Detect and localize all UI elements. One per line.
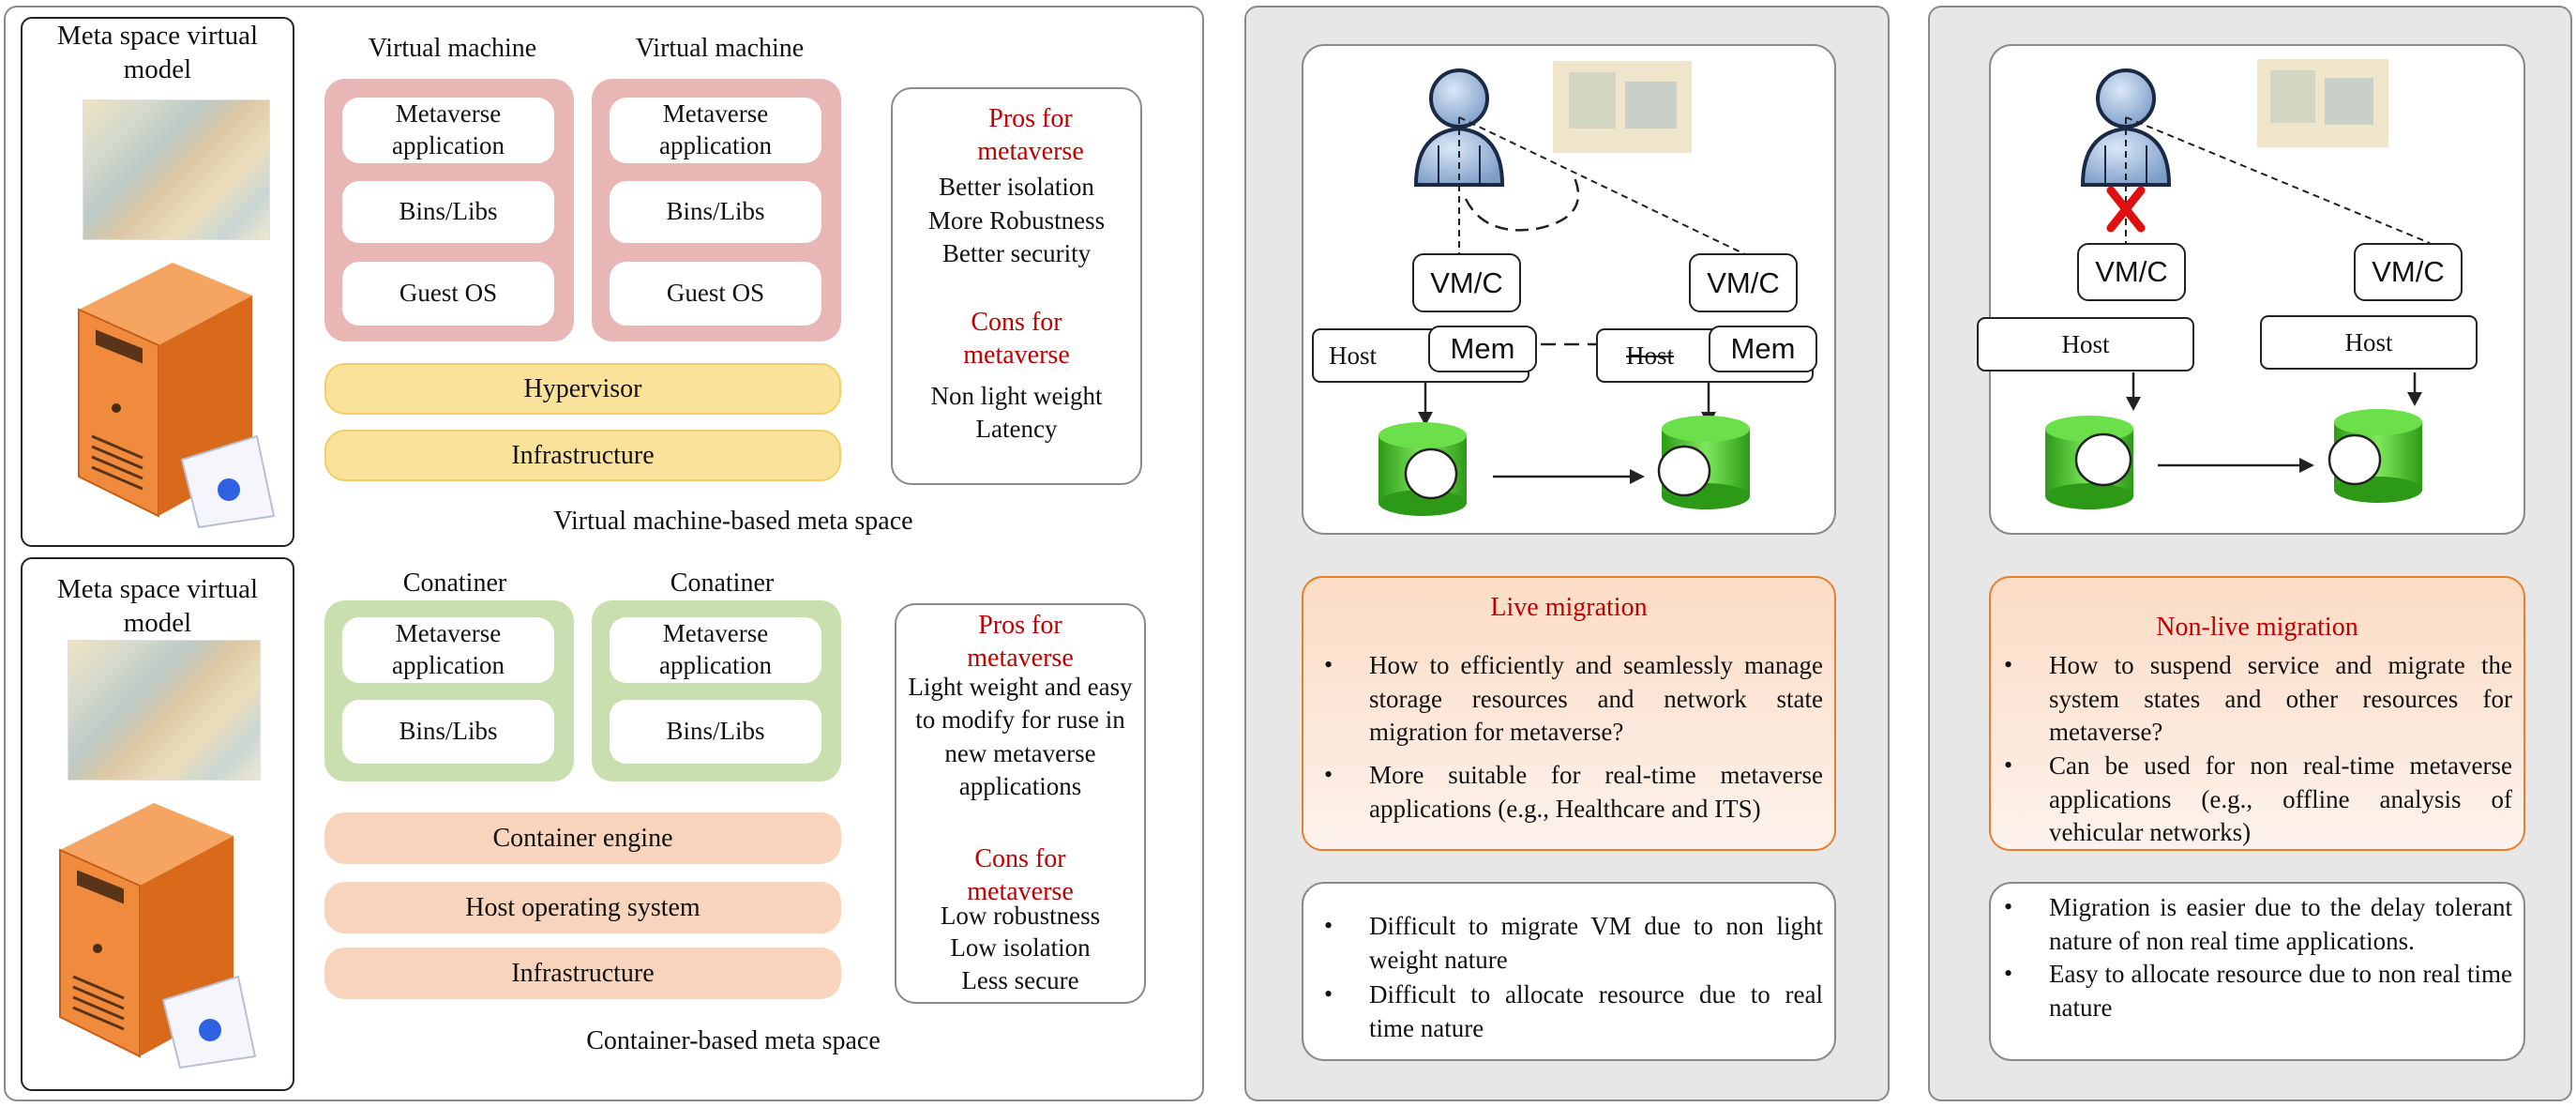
live-vmc-left: VM/C <box>1412 253 1521 312</box>
vm-column-header-1: Virtual machine <box>368 34 537 63</box>
vm1-bins-layer: Bins/Libs <box>342 181 554 243</box>
nonlive-host-left-label: Host <box>2061 329 2110 358</box>
container-pros-cons-box: Pros for metaverse Light weight and easy… <box>895 603 1146 1004</box>
container-column-header-2: Conatiner <box>670 569 775 598</box>
nonlive-host-right-label: Host <box>2344 327 2393 356</box>
nonlive-bullet-1: How to suspend service and migrate the s… <box>1995 649 2512 750</box>
vm-pros-title: Pros for metaverse <box>977 104 1084 166</box>
live-bullet-1: How to efficiently and seamlessly manage… <box>1315 649 1823 750</box>
vm-column-header-2: Virtual machine <box>635 34 805 63</box>
host-os-layer: Host operating system <box>324 882 841 933</box>
hypervisor-layer: Hypervisor <box>324 363 841 415</box>
container-cons-item-3: Less secure <box>961 966 1079 994</box>
c1-app-layer: Metaverse application <box>342 617 554 683</box>
live-notes-box: Difficult to migrate VM due to non light… <box>1302 882 1836 1061</box>
nonlive-bullet-2: Can be used for non real-time metaverse … <box>1995 750 2512 850</box>
container-engine-layer: Container engine <box>324 812 841 864</box>
vm-cons-item-1: Non light weight <box>930 382 1103 410</box>
container-section-caption: Container-based meta space <box>586 1026 881 1055</box>
c2-app-layer: Metaverse application <box>610 617 821 683</box>
nonlive-notes-box: Migration is easier due to the delay tol… <box>1989 882 2525 1061</box>
live-migration-illustration <box>1378 61 1750 516</box>
live-bullet-2: More suitable for real-time metaverse ap… <box>1315 759 1823 826</box>
live-mem-right: Mem <box>1709 326 1817 372</box>
database-icon <box>2045 416 2133 509</box>
database-icon <box>1657 416 1750 509</box>
vm-cons-title: Cons for metaverse <box>963 308 1070 370</box>
server-icon <box>59 803 257 1069</box>
container-cons-item-1: Low robustness <box>940 902 1101 930</box>
database-icon <box>1378 422 1467 516</box>
server-icon <box>78 263 276 529</box>
live-note-2: Difficult to allocate resource due to re… <box>1315 978 1823 1045</box>
live-migration-title: Live migration <box>1490 593 1648 622</box>
container-pros-text: Light weight and easy to modify for ruse… <box>908 673 1133 801</box>
nonlive-host-right: Host <box>2260 315 2478 370</box>
vm2-app-layer: Metaverse application <box>610 98 821 163</box>
container-infrastructure-layer: Infrastructure <box>324 948 841 999</box>
metaverse-collage-image <box>83 99 270 240</box>
vm-model-title: Meta space virtual model <box>56 21 259 85</box>
live-host-left-label: Host <box>1329 341 1378 370</box>
nonlive-vmc-left: VM/C <box>2077 243 2186 301</box>
container-column-header-1: Conatiner <box>402 569 507 598</box>
c1-bins-layer: Bins/Libs <box>342 700 554 764</box>
nonlive-note-2: Easy to allocate resource due to non rea… <box>1995 958 2512 1024</box>
vm2-guestos-layer: Guest OS <box>610 262 821 326</box>
container-cons-item-2: Low isolation <box>950 933 1091 962</box>
nonlive-migration-title: Non-live migration <box>2156 613 2358 642</box>
vm-cons-item-2: Latency <box>975 415 1058 443</box>
c2-bins-layer: Bins/Libs <box>610 700 821 764</box>
vm2-bins-layer: Bins/Libs <box>610 181 821 243</box>
live-migration-card: Live migration How to efficiently and se… <box>1302 576 1836 851</box>
vm-model-box: Meta space virtual model <box>21 17 294 547</box>
metaverse-collage-image <box>68 640 261 781</box>
nonlive-note-1: Migration is easier due to the delay tol… <box>1995 891 2512 958</box>
vm-pros-item-2: More Robustness <box>927 206 1106 235</box>
container-cons-title: Cons for metaverse <box>967 844 1074 906</box>
vm1-app-layer: Metaverse application <box>342 98 554 163</box>
live-mem-left: Mem <box>1428 326 1537 372</box>
vm1-guestos-layer: Guest OS <box>342 262 554 326</box>
vm-pros-item-3: Better security <box>942 239 1092 267</box>
database-icon <box>2327 409 2422 503</box>
nonlive-vmc-right: VM/C <box>2354 243 2463 301</box>
live-note-1: Difficult to migrate VM due to non light… <box>1315 910 1823 977</box>
left-diagram-frame <box>4 6 1204 1101</box>
vm-pros-item-1: Better isolation <box>939 173 1094 201</box>
nonlive-migration-card: Non-live migration How to suspend servic… <box>1989 576 2525 851</box>
container-model-box: Meta space virtual model <box>21 557 294 1091</box>
nonlive-migration-illustration <box>2045 59 2431 509</box>
nonlive-host-left: Host <box>1977 317 2194 372</box>
live-vmc-right: VM/C <box>1689 253 1798 312</box>
vm-pros-cons-box: Pros for metaverse Better isolation More… <box>891 87 1142 485</box>
container-pros-title: Pros for metaverse <box>967 611 1074 673</box>
live-host-right-label: Host <box>1626 341 1675 370</box>
red-x-icon <box>2106 186 2146 233</box>
vm-section-caption: Virtual machine-based meta space <box>553 507 913 536</box>
vm-infrastructure-layer: Infrastructure <box>324 430 841 481</box>
container-model-title: Meta space virtual model <box>56 574 259 639</box>
